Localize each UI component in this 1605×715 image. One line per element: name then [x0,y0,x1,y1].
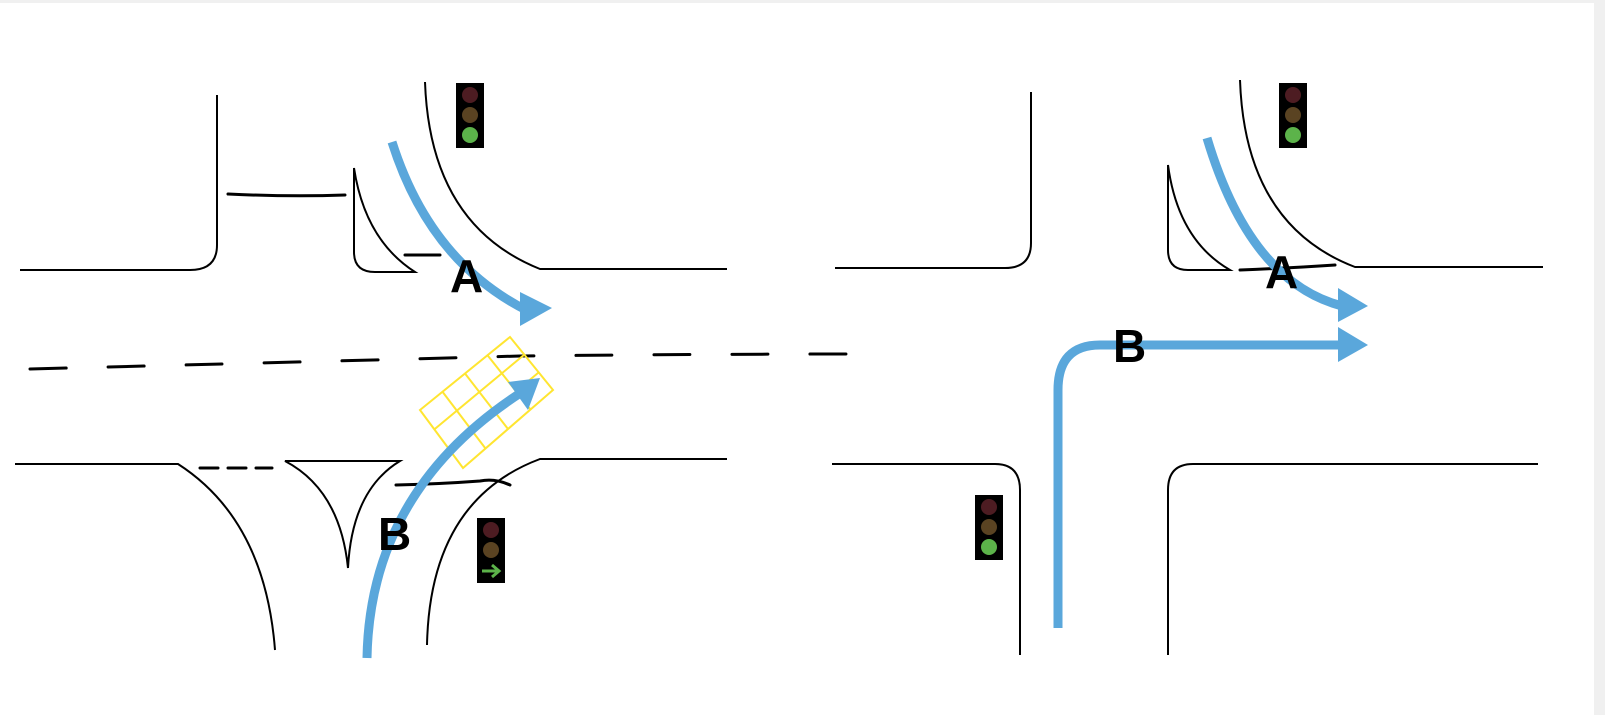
left-intersection: A B [15,81,872,659]
center-dashed-line [28,352,872,371]
path-a [387,140,531,316]
right-intersection: A B [832,79,1543,655]
traffic-light-top [1279,83,1307,148]
label-b: B [1113,320,1146,372]
traffic-island [1167,164,1234,271]
path-b [1053,340,1342,628]
traffic-island [284,460,404,569]
road-edge [426,458,727,646]
traffic-light-top [456,83,484,148]
background [0,3,1594,715]
path-a [1202,136,1344,311]
road-edge [835,92,1032,269]
lane-line [226,192,347,198]
arrowhead-a [1338,288,1368,322]
traffic-light-bottom [477,518,505,583]
road-edge [1239,79,1543,268]
road-edge [15,463,276,651]
grid-line [464,372,509,430]
path-b [362,388,525,659]
traffic-island [353,167,419,273]
arrowhead-b [1338,327,1368,362]
arrowhead-a [520,292,552,326]
grid-line [433,353,525,431]
road-edge [832,463,1021,655]
label-b: B [378,508,411,560]
traffic-light-left [975,495,1003,560]
road-edge [1167,463,1538,655]
green-right-arrow-icon [482,563,502,579]
label-a: A [1265,246,1298,298]
arrowhead-b [508,378,540,410]
road-edge [424,81,727,270]
road-edge [20,95,218,271]
grid-line [441,391,487,450]
stop-line [1238,263,1337,272]
label-a: A [450,250,483,302]
